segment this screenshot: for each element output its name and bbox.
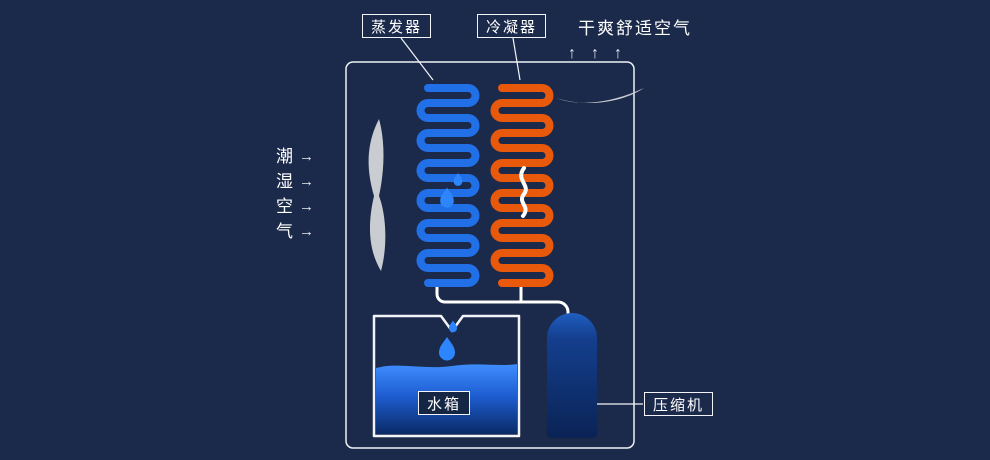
unit-outline xyxy=(345,61,635,449)
up-arrow-icon: ↑ xyxy=(591,45,599,62)
air-swoosh-icon xyxy=(556,88,644,104)
compressor-label-text: 压缩机 xyxy=(653,396,705,414)
humid-air-label: 潮 → 湿 → 空 → 气 → xyxy=(276,144,314,244)
water-tank-label: 水箱 xyxy=(418,391,471,415)
humid-air-row: 空 → xyxy=(276,194,314,219)
label-connectors xyxy=(400,37,643,405)
heat-flame-icon xyxy=(519,166,528,218)
tank-outline xyxy=(372,314,521,438)
right-arrow-icon: → xyxy=(299,148,314,165)
right-arrow-icon: → xyxy=(299,223,314,240)
compressor-label: 压缩机 xyxy=(644,392,714,416)
humid-air-row: 潮 → xyxy=(276,144,314,169)
evaporator-label: 蒸发器 xyxy=(362,14,432,38)
evaporator-coil xyxy=(416,84,480,287)
humid-air-char: 空 xyxy=(276,197,293,216)
condenser-label: 冷凝器 xyxy=(477,14,547,38)
dry-air-label: 干爽舒适空气 xyxy=(578,19,692,38)
humid-air-char: 气 xyxy=(276,222,293,241)
fan-blade-icon xyxy=(368,119,386,271)
compressor-body xyxy=(547,313,597,438)
condenser-label-text: 冷凝器 xyxy=(486,18,538,36)
water-tank xyxy=(372,314,521,438)
right-arrow-icon: → xyxy=(299,198,314,215)
humid-air-row: 湿 → xyxy=(276,169,314,194)
up-arrow-icon: ↑ xyxy=(568,45,576,62)
up-arrow-icon: ↑ xyxy=(614,45,622,62)
right-arrow-icon: → xyxy=(299,173,314,190)
evaporator-label-text: 蒸发器 xyxy=(371,18,423,36)
humid-air-char: 潮 xyxy=(276,147,293,166)
humid-air-row: 气 → xyxy=(276,219,314,244)
condenser-coil xyxy=(490,84,554,287)
refrigerant-pipes xyxy=(435,287,570,320)
humid-air-char: 湿 xyxy=(276,172,293,191)
water-tank-label-text: 水箱 xyxy=(427,395,462,413)
dry-air-up-arrows: ↑ ↑ ↑ xyxy=(568,46,622,62)
